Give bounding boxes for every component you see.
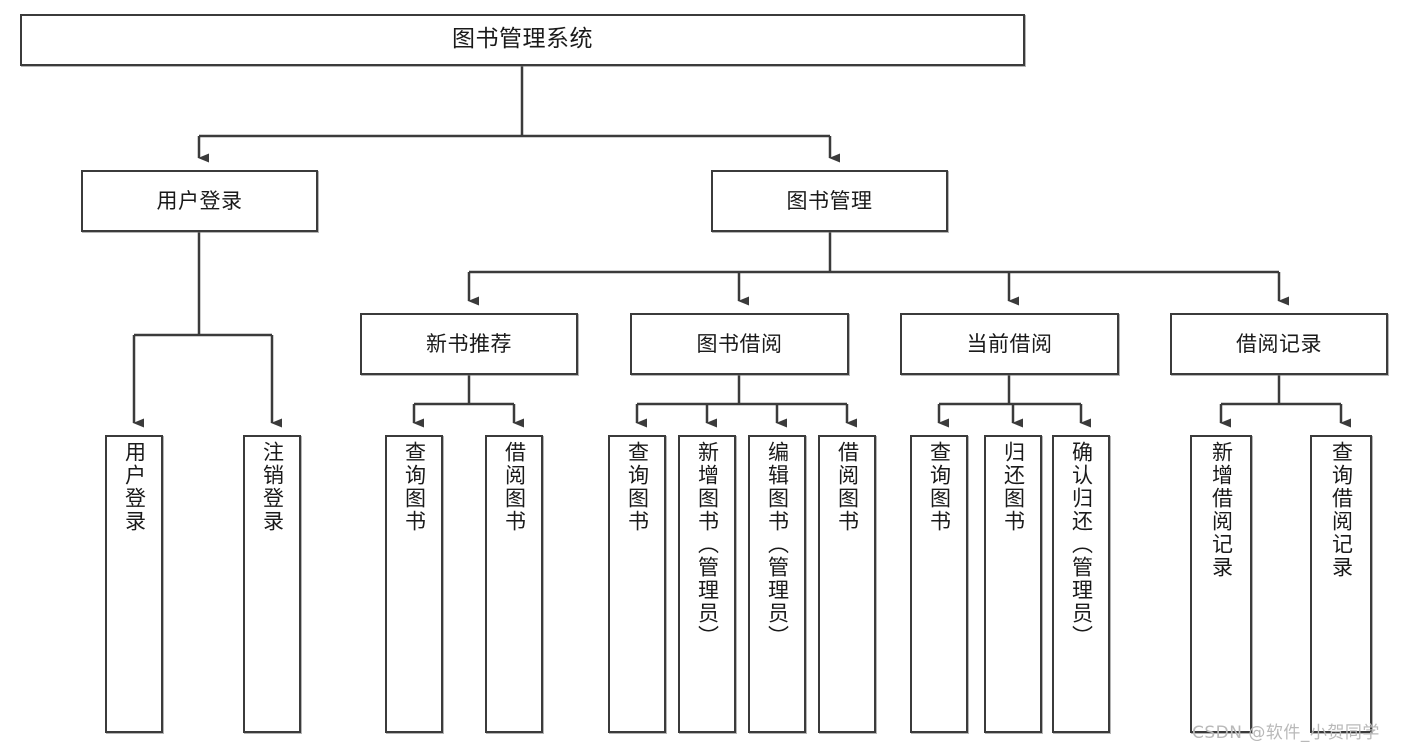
leaf-node-label: 注销登录 bbox=[260, 441, 285, 533]
leaf-node[interactable]: 查询借阅记录 bbox=[1310, 435, 1372, 733]
leaf-node-label: 确认归还（管理员） bbox=[1069, 441, 1094, 648]
leaf-node[interactable]: 注销登录 bbox=[243, 435, 301, 733]
node-book-borrow[interactable]: 图书借阅 bbox=[630, 313, 849, 375]
leaf-node-label: 新增图书（管理员） bbox=[695, 441, 720, 648]
node-new-book-recommend-label: 新书推荐 bbox=[426, 331, 512, 356]
node-new-book-recommend[interactable]: 新书推荐 bbox=[360, 313, 578, 375]
leaf-node-label: 查询图书 bbox=[927, 441, 952, 533]
node-borrow-record[interactable]: 借阅记录 bbox=[1170, 313, 1388, 375]
node-root[interactable]: 图书管理系统 bbox=[20, 14, 1025, 66]
node-current-borrow-label: 当前借阅 bbox=[966, 331, 1053, 356]
csdn-watermark: CSDN @软件_小贺同学 bbox=[1192, 723, 1380, 743]
node-book-management[interactable]: 图书管理 bbox=[711, 170, 948, 232]
leaf-node[interactable]: 查询图书 bbox=[910, 435, 968, 733]
leaf-node[interactable]: 用户登录 bbox=[105, 435, 163, 733]
leaf-node[interactable]: 查询图书 bbox=[608, 435, 666, 733]
leaf-node-label: 归还图书 bbox=[1001, 441, 1026, 533]
leaf-node[interactable]: 新增图书（管理员） bbox=[678, 435, 736, 733]
leaf-node-label: 查询图书 bbox=[402, 441, 427, 533]
node-borrow-record-label: 借阅记录 bbox=[1236, 331, 1322, 356]
leaf-node-label: 借阅图书 bbox=[835, 441, 860, 533]
leaf-node[interactable]: 编辑图书（管理员） bbox=[748, 435, 806, 733]
node-root-label: 图书管理系统 bbox=[452, 26, 593, 53]
leaf-node[interactable]: 归还图书 bbox=[984, 435, 1042, 733]
node-user-login[interactable]: 用户登录 bbox=[81, 170, 318, 232]
node-user-login-label: 用户登录 bbox=[156, 188, 243, 213]
leaf-node[interactable]: 借阅图书 bbox=[485, 435, 543, 733]
leaf-node-label: 编辑图书（管理员） bbox=[765, 441, 790, 648]
leaf-node[interactable]: 新增借阅记录 bbox=[1190, 435, 1252, 733]
leaf-node-label: 借阅图书 bbox=[502, 441, 527, 533]
node-book-borrow-label: 图书借阅 bbox=[696, 331, 783, 356]
leaf-node[interactable]: 确认归还（管理员） bbox=[1052, 435, 1110, 733]
leaf-node-label: 查询图书 bbox=[625, 441, 650, 533]
leaf-node[interactable]: 查询图书 bbox=[385, 435, 443, 733]
leaf-node[interactable]: 借阅图书 bbox=[818, 435, 876, 733]
node-current-borrow[interactable]: 当前借阅 bbox=[900, 313, 1119, 375]
leaf-node-label: 用户登录 bbox=[122, 441, 147, 533]
leaf-node-label: 新增借阅记录 bbox=[1209, 441, 1234, 579]
leaf-node-label: 查询借阅记录 bbox=[1329, 441, 1354, 579]
node-book-management-label: 图书管理 bbox=[786, 188, 873, 213]
